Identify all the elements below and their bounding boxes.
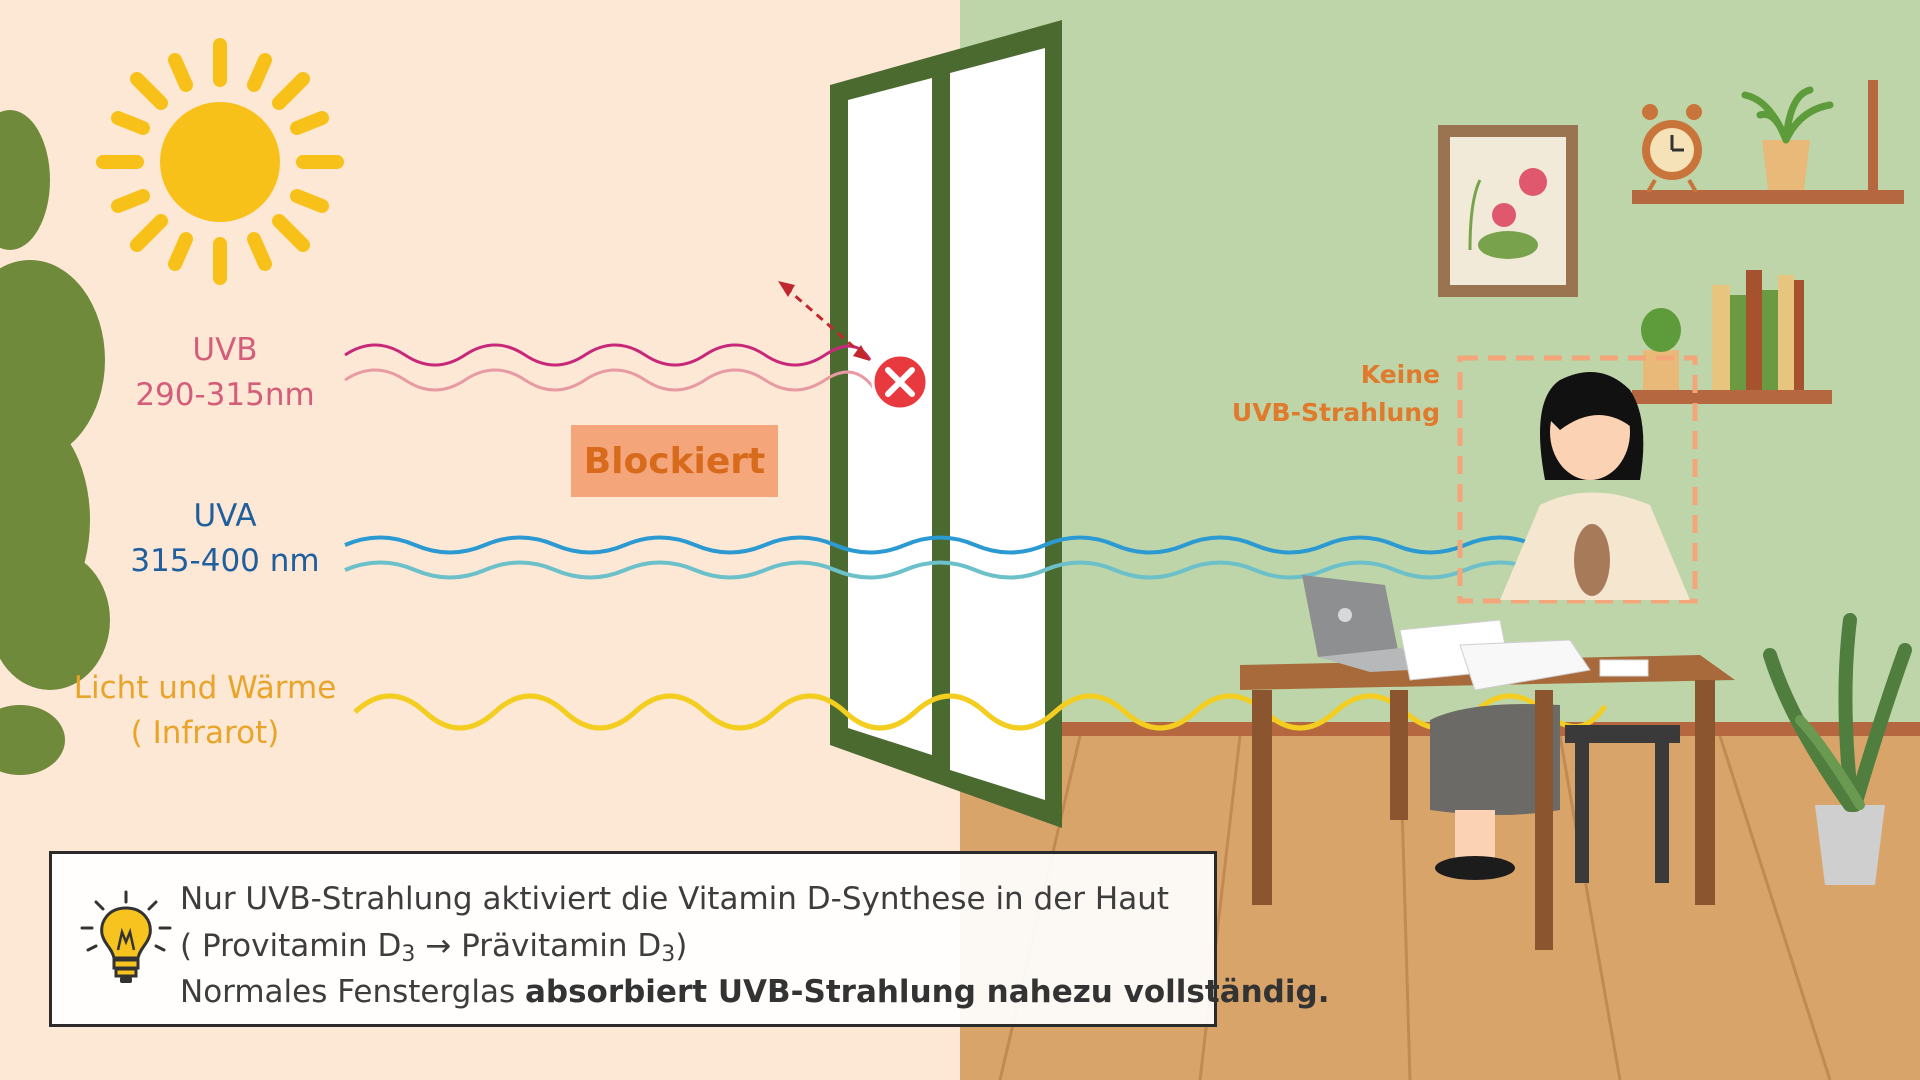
info-line-2: ( Provitamin D3 → Prävitamin D3) [180,923,1204,970]
window [830,20,1062,828]
info-line-2-part-a: ( Provitamin D [180,927,402,964]
reflection-arrow [784,285,864,357]
uva-range: 315-400 nm [130,542,320,579]
picture-frame [1438,125,1578,297]
snake-plant [1763,613,1912,885]
no-uvb-line1: Keine [1360,360,1440,389]
info-line-2-part-b: → Prävitamin D [415,927,662,964]
person-at-desk [1430,372,1690,880]
uva-label: UVA 315-400 nm [100,494,350,584]
alarm-clock-icon [1642,104,1702,194]
uva-wave-1 [344,535,1606,555]
info-line-3-bold: absorbiert UVB-Strahlung nahezu vollstän… [524,974,1330,1010]
blocked-text: Blockiert [583,440,766,482]
infrared-name: Licht und Wärme [73,670,337,706]
uvb-name: UVB [192,332,258,368]
info-line-3-normal: Normales Fensterglas [180,974,525,1010]
info-text: Nur UVB-Strahlung aktiviert die Vitamin … [180,876,1329,1016]
no-uvb-label: Keine UVB-Strahlung [1230,356,1440,431]
no-uvb-dashed-box [1457,355,1698,604]
uvb-range: 290-315nm [135,376,315,413]
books [1712,270,1804,390]
info-line-1: Nur UVB-Strahlung aktiviert die Vitamin … [180,881,1170,917]
stool [1565,725,1680,883]
tree-foliage [0,110,110,775]
info-line-2-sub-2: 3 [661,941,676,967]
no-uvb-line2: UVB-Strahlung [1231,397,1440,427]
info-line-2-part-c: ) [675,927,688,964]
papers [1399,619,1649,691]
potted-plant-small [1741,86,1834,190]
cactus-pot [1641,308,1681,390]
uvb-wave-2 [344,368,877,392]
info-box: Nur UVB-Strahlung aktiviert die Vitamin … [49,851,1329,1027]
info-line-3: Normales Fensterglas absorbiert UVB-Stra… [180,969,1329,1016]
infrared-sub: ( Infrarot) [130,714,280,751]
sun-icon [96,38,344,285]
blocked-badge: Blockiert [571,425,778,497]
uva-name: UVA [193,498,257,534]
uva-wave-2 [344,560,1606,580]
blocked-x-icon [871,353,929,411]
uvb-label: UVB 290-315nm [100,328,350,418]
upper-shelf [1632,190,1904,204]
laptop-icon [1302,575,1450,672]
lightbulb-icon [80,890,172,983]
lower-shelf [1632,390,1832,404]
uvb-wave-1 [344,343,872,367]
info-line-2-sub-1: 3 [401,941,416,967]
infrared-label: Licht und Wärme ( Infrarot) [40,666,370,756]
